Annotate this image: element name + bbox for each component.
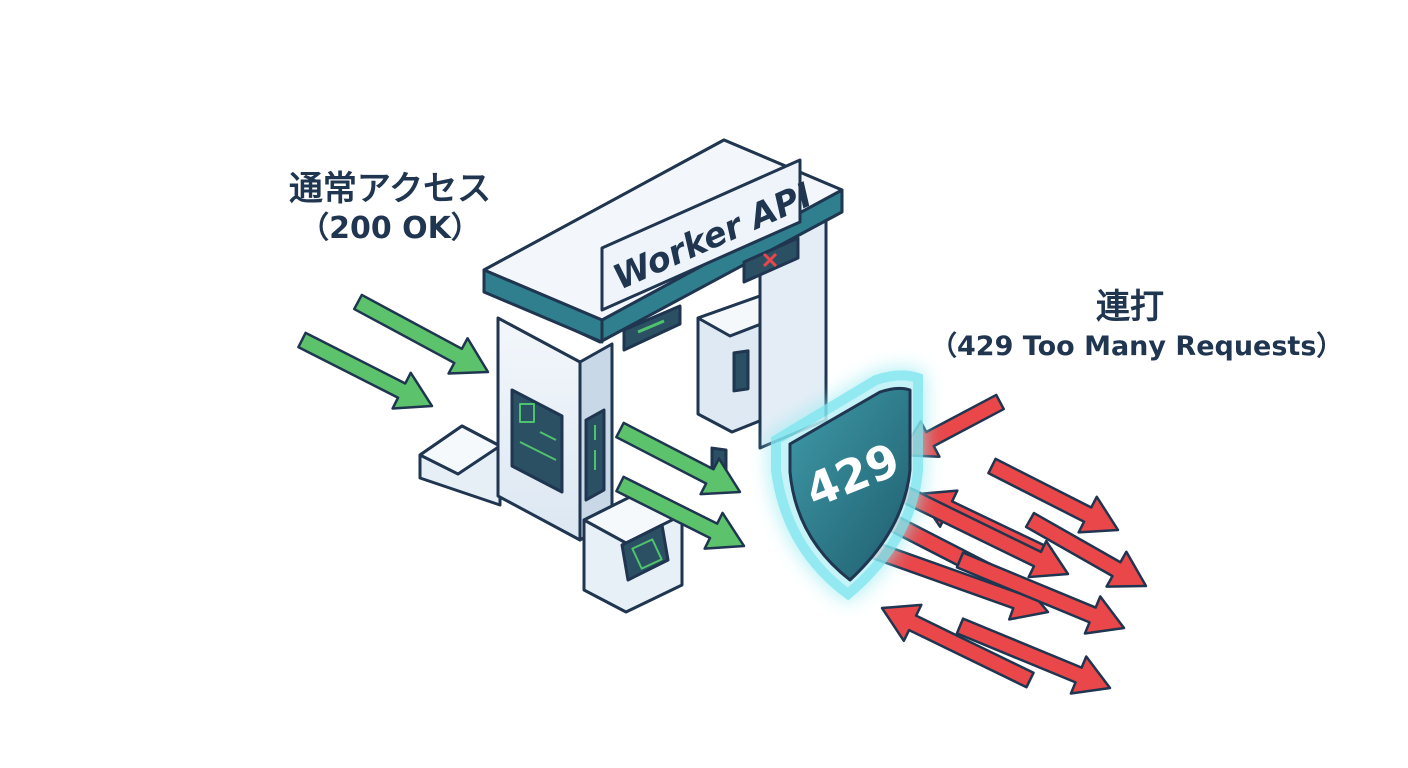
normal-access-title: 通常アクセス [288,169,492,209]
blocked-arrow [955,617,1112,695]
ok-arrow [615,421,742,496]
blocked-arrow [987,457,1120,534]
normal-access-caption: 通常アクセス （200 OK） [230,168,550,248]
x-mark-icon [762,252,778,268]
blocked-arrow [1024,511,1148,588]
rapid-access-caption: 連打 （429 Too Many Requests） [930,286,1344,366]
ticket-gate-icon: Worker API [418,138,844,614]
blocked-arrow [880,603,1035,689]
normal-access-status: （200 OK） [299,211,481,246]
ok-arrow [615,475,746,550]
blocked-arrow [955,551,1126,635]
blocked-arrow [895,483,1070,579]
ok-arrow [352,293,490,375]
rapid-access-title: 連打 [1096,287,1164,327]
ok-request-arrows-passed [615,421,746,550]
ok-request-arrows-incoming [297,293,490,410]
rapid-access-status: （429 Too Many Requests） [930,331,1344,362]
shield-icon: 429 [771,370,923,601]
ok-arrow [297,331,434,410]
